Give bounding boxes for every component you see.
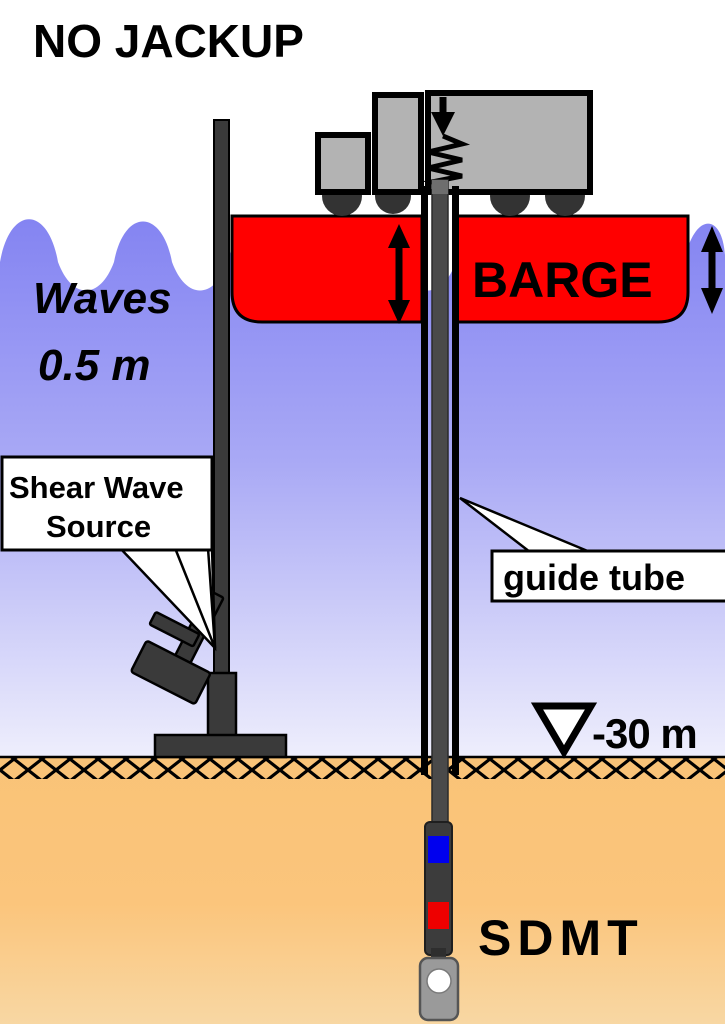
truck-box-small[interactable] xyxy=(315,132,371,195)
barge-label: BARGE xyxy=(472,252,653,308)
page-title: NO JACKUP xyxy=(33,15,304,67)
blade-membrane xyxy=(426,968,452,994)
guide-tube-wall-left[interactable] xyxy=(421,186,428,775)
waves-label: Waves 0.5 m xyxy=(33,274,172,390)
sdmt-rod-inside-body xyxy=(432,180,448,194)
guide-tube-callout: guide tube xyxy=(459,496,725,603)
source-base-plate xyxy=(153,733,288,759)
barge-hull-left[interactable] xyxy=(230,214,424,324)
soil-hatch-band xyxy=(0,757,725,779)
seabed-soil xyxy=(0,755,725,1024)
callout-box-shear xyxy=(0,455,214,552)
rig-truck[interactable] xyxy=(315,90,593,216)
waves-label-line2: 0.5 m xyxy=(38,341,151,390)
barge-hull-right[interactable] xyxy=(454,214,690,324)
soil-body xyxy=(0,757,725,1024)
sdmt-label: SDMT xyxy=(478,910,644,966)
source-mast xyxy=(213,119,230,751)
shear-callout-line1: Shear Wave xyxy=(9,470,184,505)
geophone-lower-red xyxy=(428,902,449,929)
depth-triangle-icon xyxy=(530,702,598,759)
heave-arrow-inner xyxy=(388,224,410,324)
waves-label-line1: Waves xyxy=(33,274,172,323)
depth-marker-value: -30 m xyxy=(592,710,697,757)
sdmt-rod-upper xyxy=(431,179,449,831)
truck-box-cab[interactable] xyxy=(372,92,424,195)
source-collar xyxy=(206,671,238,743)
heave-arrow-outer xyxy=(701,226,723,314)
geophone-upper-blue xyxy=(428,836,449,863)
guide-tube-wall-right[interactable] xyxy=(452,186,459,775)
sea-water xyxy=(0,219,725,757)
depth-marker: -30 m xyxy=(530,702,698,759)
guide-callout-label: guide tube xyxy=(503,557,685,598)
guide-tube[interactable] xyxy=(421,186,459,775)
shear-wave-source-callout: Shear Wave Source xyxy=(0,455,217,652)
barge[interactable]: BARGE xyxy=(230,214,690,324)
push-down-arrow xyxy=(431,97,455,136)
shear-callout-line2: Source xyxy=(46,509,151,544)
callout-box-guide xyxy=(490,549,725,603)
water-body xyxy=(0,219,725,757)
sdmt-rod-string xyxy=(418,179,460,1022)
